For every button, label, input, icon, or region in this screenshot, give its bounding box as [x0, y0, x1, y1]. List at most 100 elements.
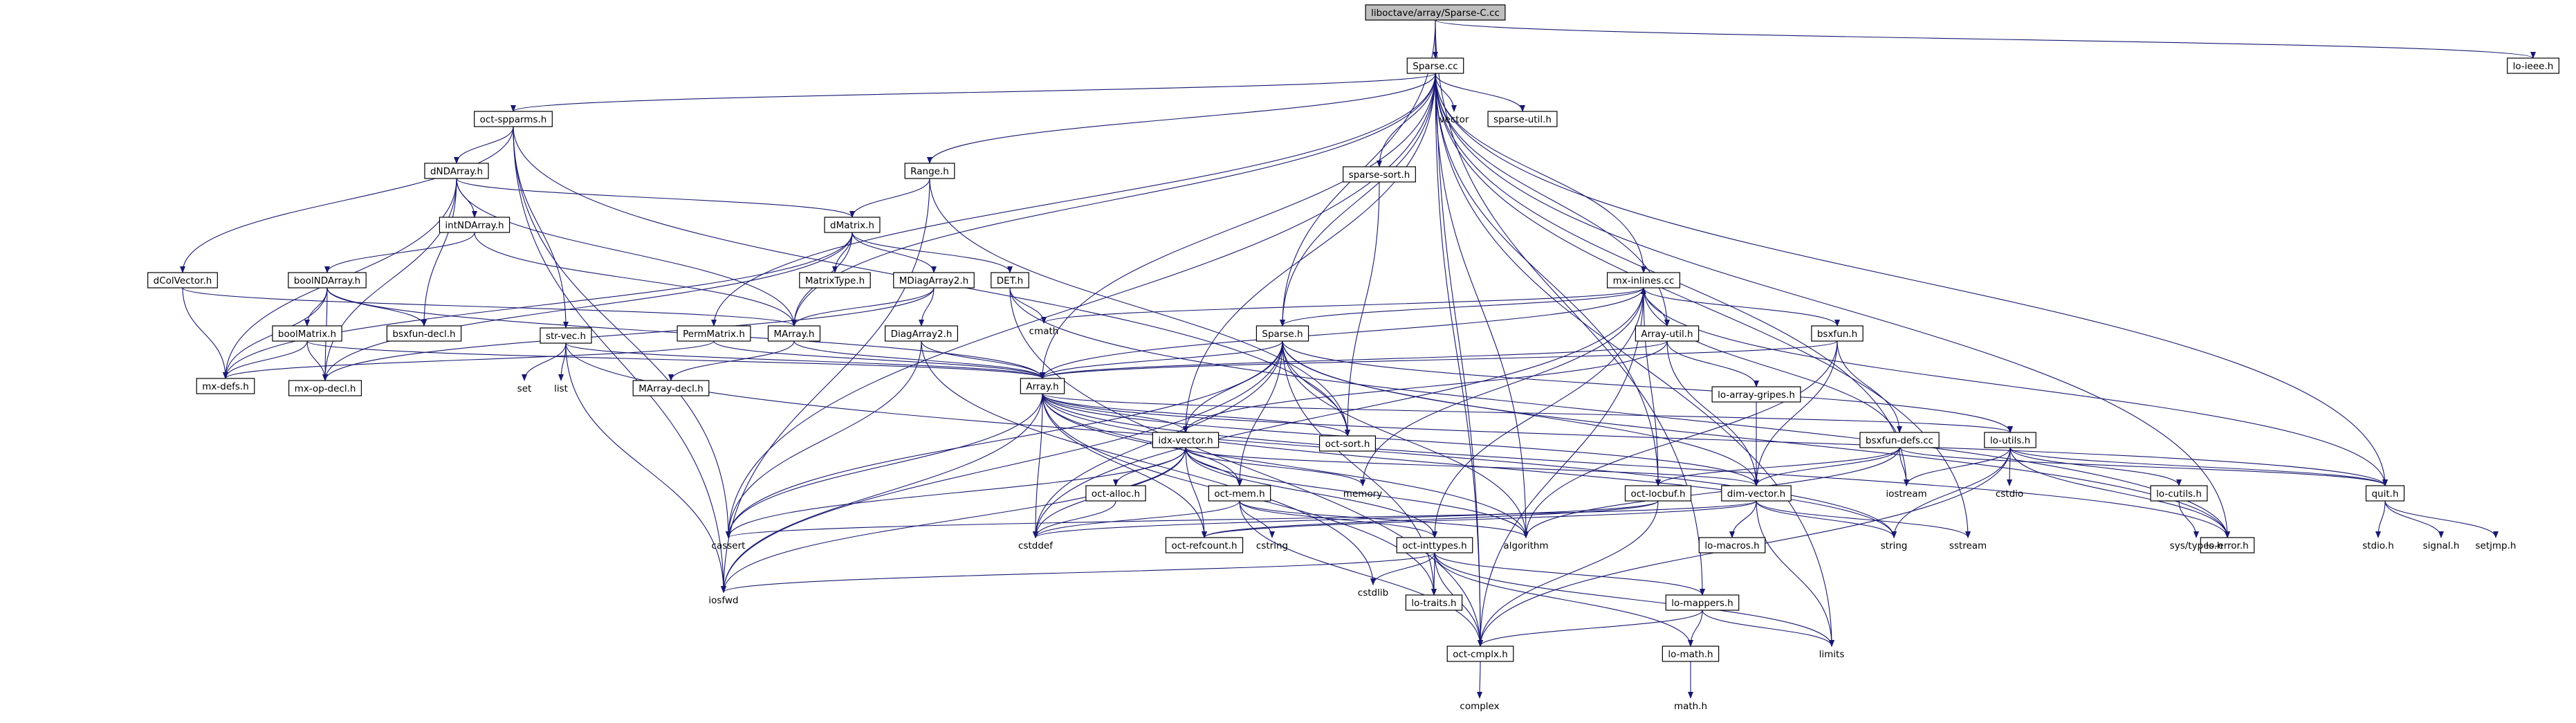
- edge-mxinlines-to-bsxfun: [1643, 287, 1840, 327]
- node-Arrayutil[interactable]: Array-util.h: [1635, 325, 1700, 342]
- edge-idxvector-to-memory: [1185, 447, 1365, 486]
- node-octspparms[interactable]: oct-spparms.h: [474, 111, 553, 127]
- node-limits: limits: [1819, 649, 1845, 660]
- node-label: vector: [1439, 114, 1469, 125]
- node-bsxfun[interactable]: bsxfun.h: [1811, 325, 1864, 342]
- edge-idxvector-to-algorithm: [1185, 447, 1529, 538]
- edge-strvec-to-iosfwd: [565, 342, 726, 593]
- edge-loutils-to-quit: [2009, 447, 2388, 486]
- node-label: MArray-decl.h: [638, 383, 703, 394]
- node-label: lo-array-gripes.h: [1718, 390, 1795, 401]
- node-sparsesort[interactable]: sparse-sort.h: [1343, 166, 1416, 183]
- node-box: [1365, 4, 1506, 21]
- node-label: Sparse.cc: [1413, 61, 1457, 72]
- node-Range[interactable]: Range.h: [904, 163, 955, 179]
- edge-bsxfun-to-dimvector: [1754, 340, 1838, 486]
- node-bsxfundecl[interactable]: bsxfun-decl.h: [386, 325, 462, 342]
- edge-dimvector-to-string: [1756, 500, 1897, 538]
- node-MArray[interactable]: MArray.h: [767, 325, 821, 342]
- node-sparsecc[interactable]: Sparse.cc: [1406, 57, 1464, 74]
- node-lomacros[interactable]: lo-macros.h: [1698, 537, 1766, 553]
- node-octrefcount[interactable]: oct-refcount.h: [1165, 537, 1244, 553]
- node-Sparseh[interactable]: Sparse.h: [1255, 325, 1309, 342]
- node-box: [474, 111, 553, 127]
- node-mxinlines[interactable]: mx-inlines.cc: [1606, 272, 1681, 289]
- node-octlocbuf[interactable]: oct-locbuf.h: [1624, 485, 1692, 502]
- node-octmem[interactable]: oct-mem.h: [1208, 485, 1271, 502]
- node-mxopdecl[interactable]: mx-op-decl.h: [288, 380, 362, 396]
- node-lomappers[interactable]: lo-mappers.h: [1665, 594, 1740, 611]
- node-dimvector[interactable]: dim-vector.h: [1721, 485, 1792, 502]
- node-label: Array-util.h: [1641, 329, 1693, 340]
- edge-layer: [180, 19, 2536, 699]
- node-lotraits[interactable]: lo-traits.h: [1405, 594, 1463, 611]
- node-label: lo-error.h: [2206, 540, 2248, 551]
- node-octsort[interactable]: oct-sort.h: [1318, 435, 1377, 452]
- node-loerror[interactable]: lo-error.h: [2200, 537, 2255, 553]
- edge-strvec-to-Arrayh: [565, 342, 1045, 379]
- edge-dNDArray-to-MArray: [456, 178, 797, 327]
- edge-sparsecc-to-Arrayh: [1040, 73, 1436, 379]
- edge-octspparms-to-dNDArray: [454, 126, 514, 164]
- node-DiagArray2[interactable]: DiagArray2.h: [885, 325, 958, 342]
- node-box: [1318, 435, 1377, 452]
- node-dMatrix[interactable]: dMatrix.h: [824, 217, 881, 233]
- node-boolNDArray[interactable]: boolNDArray.h: [288, 272, 367, 289]
- edge-Arrayh-to-loutils: [1042, 393, 2013, 433]
- node-strvec[interactable]: str-vec.h: [540, 327, 592, 344]
- node-label: math.h: [1674, 701, 1707, 712]
- node-loieee[interactable]: lo-ieee.h: [2507, 57, 2559, 74]
- node-label: lo-mappers.h: [1671, 598, 1733, 609]
- node-box: [885, 325, 958, 342]
- node-MatrixType[interactable]: MatrixType.h: [799, 272, 871, 289]
- edge-boolNDArray-to-bsxfundecl: [326, 287, 427, 327]
- edge-DiagArray2-to-Arrayh: [921, 340, 1045, 379]
- node-sstream: sstream: [1949, 540, 1987, 551]
- node-MArraydecl[interactable]: MArray-decl.h: [632, 380, 710, 396]
- node-octalloc[interactable]: oct-alloc.h: [1085, 485, 1146, 502]
- node-DET[interactable]: DET.h: [991, 272, 1029, 289]
- edge-Sparseh-to-iosfwd: [721, 340, 1283, 593]
- node-Arrayh[interactable]: Array.h: [1020, 378, 1065, 394]
- node-box: [2150, 485, 2208, 502]
- node-label: iostream: [1886, 488, 1926, 500]
- edge-dColVector-to-mxdefs: [182, 287, 228, 379]
- node-list: list: [554, 383, 568, 394]
- node-PermMatrix[interactable]: PermMatrix.h: [677, 325, 751, 342]
- node-lomath[interactable]: lo-math.h: [1662, 646, 1720, 662]
- node-box: [1606, 272, 1681, 289]
- node-mxdefs[interactable]: mx-defs.h: [196, 378, 255, 394]
- node-sparseutil[interactable]: sparse-util.h: [1487, 111, 1558, 127]
- edge-Arrayh-to-octmem: [1042, 393, 1242, 486]
- edge-mxinlines-to-cstddef: [1033, 287, 1644, 538]
- node-loarraygripes[interactable]: lo-array-gripes.h: [1711, 386, 1801, 403]
- node-octcmplx[interactable]: oct-cmplx.h: [1446, 646, 1514, 662]
- node-idxvector[interactable]: idx-vector.h: [1152, 432, 1220, 448]
- node-intNDArray[interactable]: intNDArray.h: [439, 217, 510, 233]
- edge-idxvector-to-dimvector: [1185, 447, 1759, 486]
- node-box: [904, 163, 955, 179]
- node-mathh: math.h: [1674, 701, 1707, 712]
- node-quit[interactable]: quit.h: [2365, 485, 2405, 502]
- edge-boolNDArray-to-boolMatrix: [304, 287, 328, 327]
- node-root[interactable]: liboctave/array/Sparse-C.cc: [1365, 4, 1506, 21]
- node-dColVector[interactable]: dColVector.h: [147, 272, 218, 289]
- node-label: mx-defs.h: [202, 381, 249, 392]
- node-box: [991, 272, 1029, 289]
- edge-Arrayh-to-cstddef: [1033, 393, 1043, 538]
- edge-octmem-to-algorithm: [1239, 500, 1529, 538]
- edge-octinttypes-to-lomappers: [1434, 552, 1705, 596]
- node-octinttypes[interactable]: oct-inttypes.h: [1396, 537, 1473, 553]
- edge-Arrayh-to-algorithm: [1042, 393, 1529, 538]
- node-label: complex: [1460, 701, 1499, 712]
- node-label: DiagArray2.h: [891, 329, 953, 340]
- node-loutils[interactable]: lo-utils.h: [1984, 432, 2036, 448]
- node-box: [424, 163, 489, 179]
- edge-Range-to-octsort: [929, 178, 1350, 437]
- node-bsxfundefs[interactable]: bsxfun-defs.cc: [1859, 432, 1940, 448]
- node-locutils[interactable]: lo-cutils.h: [2150, 485, 2208, 502]
- node-boolMatrix[interactable]: boolMatrix.h: [272, 325, 342, 342]
- node-dNDArray[interactable]: dNDArray.h: [424, 163, 489, 179]
- node-MDiagArray2[interactable]: MDiagArray2.h: [893, 272, 975, 289]
- edge-sparsecc-to-sparseutil: [1435, 73, 1525, 112]
